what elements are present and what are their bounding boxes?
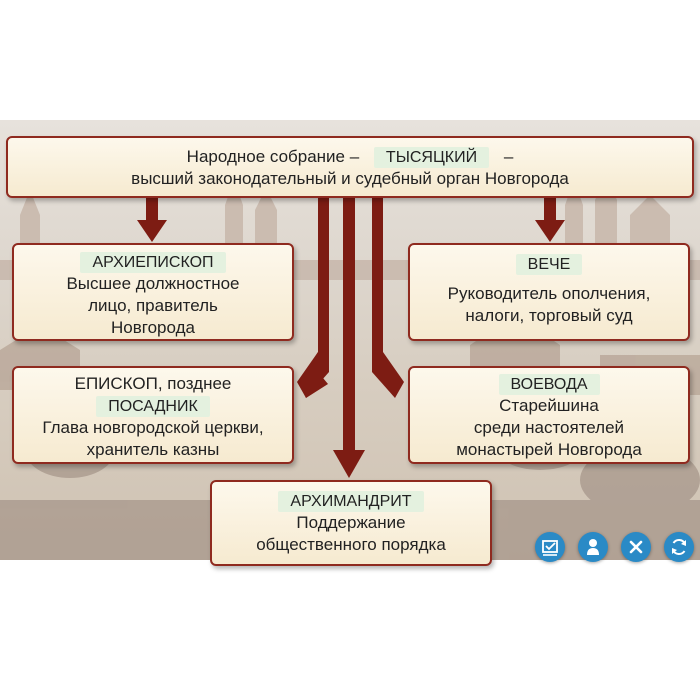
header-tag: ТЫСЯЦКИЙ	[373, 147, 490, 168]
box-top-left-line2: лицо, правитель	[88, 296, 218, 315]
header-line2: высший законодательный и судебный орган …	[131, 169, 569, 188]
person-icon	[587, 539, 599, 555]
arrow-to-top-left	[137, 198, 167, 242]
box-mid-right: ВОЕВОДА Старейшина среди настоятелей мон…	[408, 366, 690, 464]
box-bottom-line2: общественного порядка	[256, 535, 446, 554]
check-list-icon	[542, 540, 558, 556]
box-bottom-line1: Поддержание	[296, 513, 406, 532]
person-button[interactable]	[578, 532, 608, 562]
box-mid-left: ЕПИСКОП, позднее ПОСАДНИК Глава новгород…	[12, 366, 294, 464]
box-top-left: АРХИЕПИСКОП Высшее должностное лицо, пра…	[12, 243, 294, 341]
box-top-left-line1: Высшее должностное	[66, 274, 240, 293]
tag-top-left: АРХИЕПИСКОП	[80, 252, 226, 273]
header-box: Народное собрание – ТЫСЯЦКИЙ – высший за…	[6, 136, 694, 198]
refresh-button[interactable]	[664, 532, 694, 562]
box-mid-left-line1: Глава новгородской церкви,	[42, 418, 264, 437]
box-mid-right-line1: Старейшина	[499, 396, 599, 415]
header-line1: Народное собрание – ТЫСЯЦКИЙ –	[8, 146, 692, 168]
box-mid-right-line3: монастырей Новгорода	[456, 440, 642, 459]
tag-bottom: АРХИМАНДРИТ	[278, 491, 424, 512]
tag-mid-left: ПОСАДНИК	[96, 396, 210, 417]
arrow-to-top-right	[535, 198, 565, 242]
tag-top-right: ВЕЧЕ	[515, 254, 583, 275]
header-suffix: –	[503, 147, 514, 166]
box-top-right-line1: Руководитель ополчения,	[447, 284, 651, 303]
tag-mid-right: ВОЕВОДА	[498, 374, 600, 395]
header-prefix: Народное собрание –	[186, 147, 360, 166]
box-mid-right-line2: среди настоятелей	[473, 418, 625, 437]
box-top-right: ВЕЧЕ Руководитель ополчения, налоги, тор…	[408, 243, 690, 341]
box-mid-left-title: ЕПИСКОП, позднее	[74, 374, 232, 393]
check-list-button[interactable]	[535, 532, 565, 562]
box-mid-left-line2: хранитель казны	[86, 440, 220, 459]
box-top-right-line2: налоги, торговый суд	[465, 306, 633, 325]
box-top-left-line3: Новгорода	[111, 318, 195, 337]
close-icon	[629, 540, 643, 554]
arrow-to-mid-left	[297, 198, 329, 398]
box-bottom: АРХИМАНДРИТ Поддержание общественного по…	[210, 480, 492, 566]
refresh-icon	[672, 538, 686, 556]
arrow-to-bottom	[333, 198, 365, 478]
arrow-to-mid-right	[372, 198, 404, 398]
close-button[interactable]	[621, 532, 651, 562]
